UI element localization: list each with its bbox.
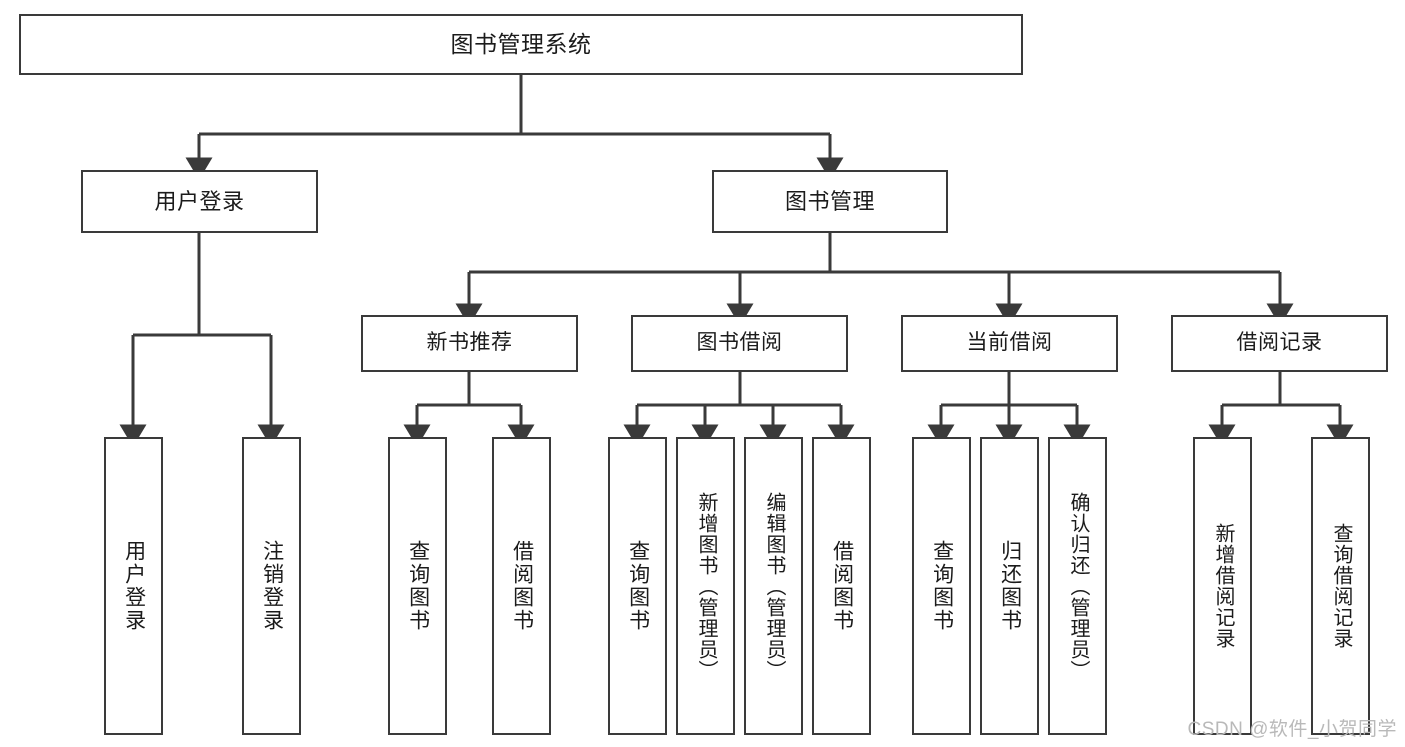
leaf-new-book-query-label: 查询图书 (406, 540, 430, 632)
node-book-borrow[interactable]: 图书借阅 (631, 315, 848, 372)
leaf-current-borrow-query-label: 查询图书 (930, 540, 954, 632)
leaf-current-borrow-confirm-label: 确认归还（管理员） (1067, 491, 1089, 681)
leaf-current-borrow-query[interactable]: 查询图书 (912, 437, 971, 735)
leaf-book-borrow-add-label: 新增图书（管理员） (695, 491, 717, 681)
node-book-borrow-label: 图书借阅 (696, 331, 783, 355)
leaf-book-borrow-query-label: 查询图书 (626, 540, 650, 632)
leaf-record-query-label: 查询借阅记录 (1330, 523, 1352, 649)
leaf-new-book-borrow-label: 借阅图书 (510, 540, 534, 632)
node-book-management-label: 图书管理 (784, 188, 875, 214)
node-root-system[interactable]: 图书管理系统 (19, 14, 1023, 75)
leaf-user-login-logout[interactable]: 注销登录 (242, 437, 301, 735)
leaf-user-login-login[interactable]: 用户登录 (104, 437, 163, 735)
leaf-user-login-login-label: 用户登录 (122, 540, 146, 632)
leaf-current-borrow-confirm[interactable]: 确认归还（管理员） (1048, 437, 1107, 735)
watermark-text: CSDN @软件_小贺同学 (1187, 719, 1397, 740)
leaf-new-book-query[interactable]: 查询图书 (388, 437, 447, 735)
node-current-borrow-label: 当前借阅 (966, 331, 1053, 355)
node-user-login[interactable]: 用户登录 (81, 170, 318, 233)
leaf-record-query[interactable]: 查询借阅记录 (1311, 437, 1370, 735)
leaf-book-borrow-edit[interactable]: 编辑图书（管理员） (744, 437, 803, 735)
node-borrow-record[interactable]: 借阅记录 (1171, 315, 1388, 372)
node-new-book-recommend-label: 新书推荐 (426, 331, 513, 355)
node-borrow-record-label: 借阅记录 (1236, 331, 1323, 355)
leaf-new-book-borrow[interactable]: 借阅图书 (492, 437, 551, 735)
node-book-management[interactable]: 图书管理 (712, 170, 948, 233)
leaf-book-borrow-borrow-label: 借阅图书 (830, 540, 854, 632)
leaf-user-login-logout-label: 注销登录 (260, 540, 284, 632)
leaf-record-add[interactable]: 新增借阅记录 (1193, 437, 1252, 735)
leaf-current-borrow-return-label: 归还图书 (998, 540, 1022, 632)
leaf-book-borrow-borrow[interactable]: 借阅图书 (812, 437, 871, 735)
node-current-borrow[interactable]: 当前借阅 (901, 315, 1118, 372)
node-root-system-label: 图书管理系统 (450, 31, 592, 58)
leaf-book-borrow-add[interactable]: 新增图书（管理员） (676, 437, 735, 735)
node-user-login-label: 用户登录 (154, 188, 245, 214)
leaf-current-borrow-return[interactable]: 归还图书 (980, 437, 1039, 735)
leaf-record-add-label: 新增借阅记录 (1212, 523, 1234, 649)
leaf-book-borrow-edit-label: 编辑图书（管理员） (763, 491, 785, 681)
node-new-book-recommend[interactable]: 新书推荐 (361, 315, 578, 372)
leaf-book-borrow-query[interactable]: 查询图书 (608, 437, 667, 735)
